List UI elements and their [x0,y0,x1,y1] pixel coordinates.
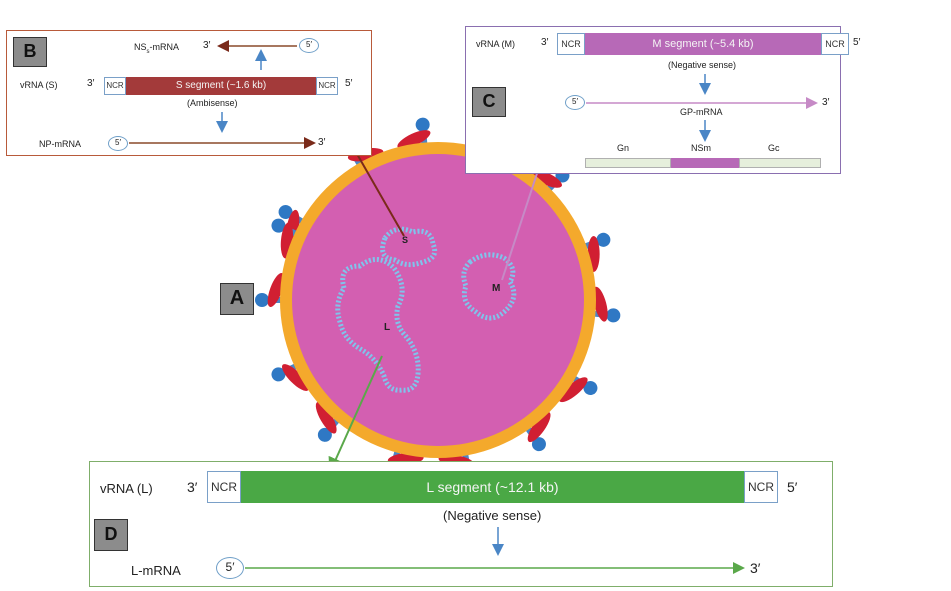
vrna-l-three-prime: 3′ [187,479,198,495]
gp-mrna-three-prime: 3′ [822,97,830,108]
l-rnp [335,257,421,393]
nsm-bar [671,158,739,168]
l-sense-label: (Negative sense) [443,508,542,523]
l-ncr-left: NCR [207,471,241,503]
s-rnp-label: S [402,235,409,245]
panel-c-tag: C [472,87,506,117]
l-mrna-five-prime: 5′ [216,557,244,579]
nsm-label: NSm [691,143,711,153]
arrow-to-panel-d [328,355,383,474]
vrna-s-five-prime: 5′ [345,78,353,89]
s-segment-bar: S segment (~1.6 kb) [126,77,316,95]
spike [255,272,288,308]
vrna-m-three-prime: 3′ [541,37,549,48]
l-segment-bar: L segment (~12.1 kb) [241,471,744,503]
ns-mrna-five-prime: 5′ [299,38,319,53]
panel-b-tag: B [13,37,47,67]
s-ncr-right: NCR [316,77,338,95]
gc-label: Gc [768,143,780,153]
s-sense-label: (Ambisense) [187,98,238,108]
virion-interior [292,154,584,446]
m-ncr-left: NCR [557,33,585,55]
gc-bar [739,158,821,168]
m-rnp-label: M [492,283,501,294]
gn-bar [585,158,671,168]
vrna-m-five-prime: 5′ [853,37,861,48]
np-mrna-label: NP-mRNA [39,139,81,149]
l-mrna-label: L-mRNA [131,563,181,578]
spike [587,286,621,323]
np-mrna-three-prime: 3′ [318,137,326,148]
gp-mrna-five-prime: 5′ [565,95,585,110]
vrna-s-label: vRNA (S) [20,80,58,90]
vrna-l-label: vRNA (L) [100,481,153,496]
s-ncr-left: NCR [104,77,126,95]
np-mrna-five-prime: 5′ [108,136,128,151]
gn-label: Gn [617,143,630,153]
vrna-l-five-prime: 5′ [787,479,798,495]
s-rnp [380,226,438,268]
ns-mrna-three-prime: 3′ [203,40,211,51]
m-segment-bar: M segment (~5.4 kb) [585,33,821,55]
vrna-m-label: vRNA (M) [476,39,515,49]
gp-mrna-label: GP-mRNA [680,107,723,117]
ns-mrna-label: NSs-mRNA [134,42,180,55]
m-ncr-right: NCR [821,33,849,55]
l-rnp-label: L [384,322,391,333]
panel-a-tag: A [220,283,254,315]
panel-d-tag: D [94,519,128,551]
m-sense-label: (Negative sense) [668,60,737,70]
m-rnp [461,252,517,321]
l-ncr-right: NCR [744,471,778,503]
vrna-s-three-prime: 3′ [87,78,95,89]
l-mrna-three-prime: 3′ [750,560,761,576]
